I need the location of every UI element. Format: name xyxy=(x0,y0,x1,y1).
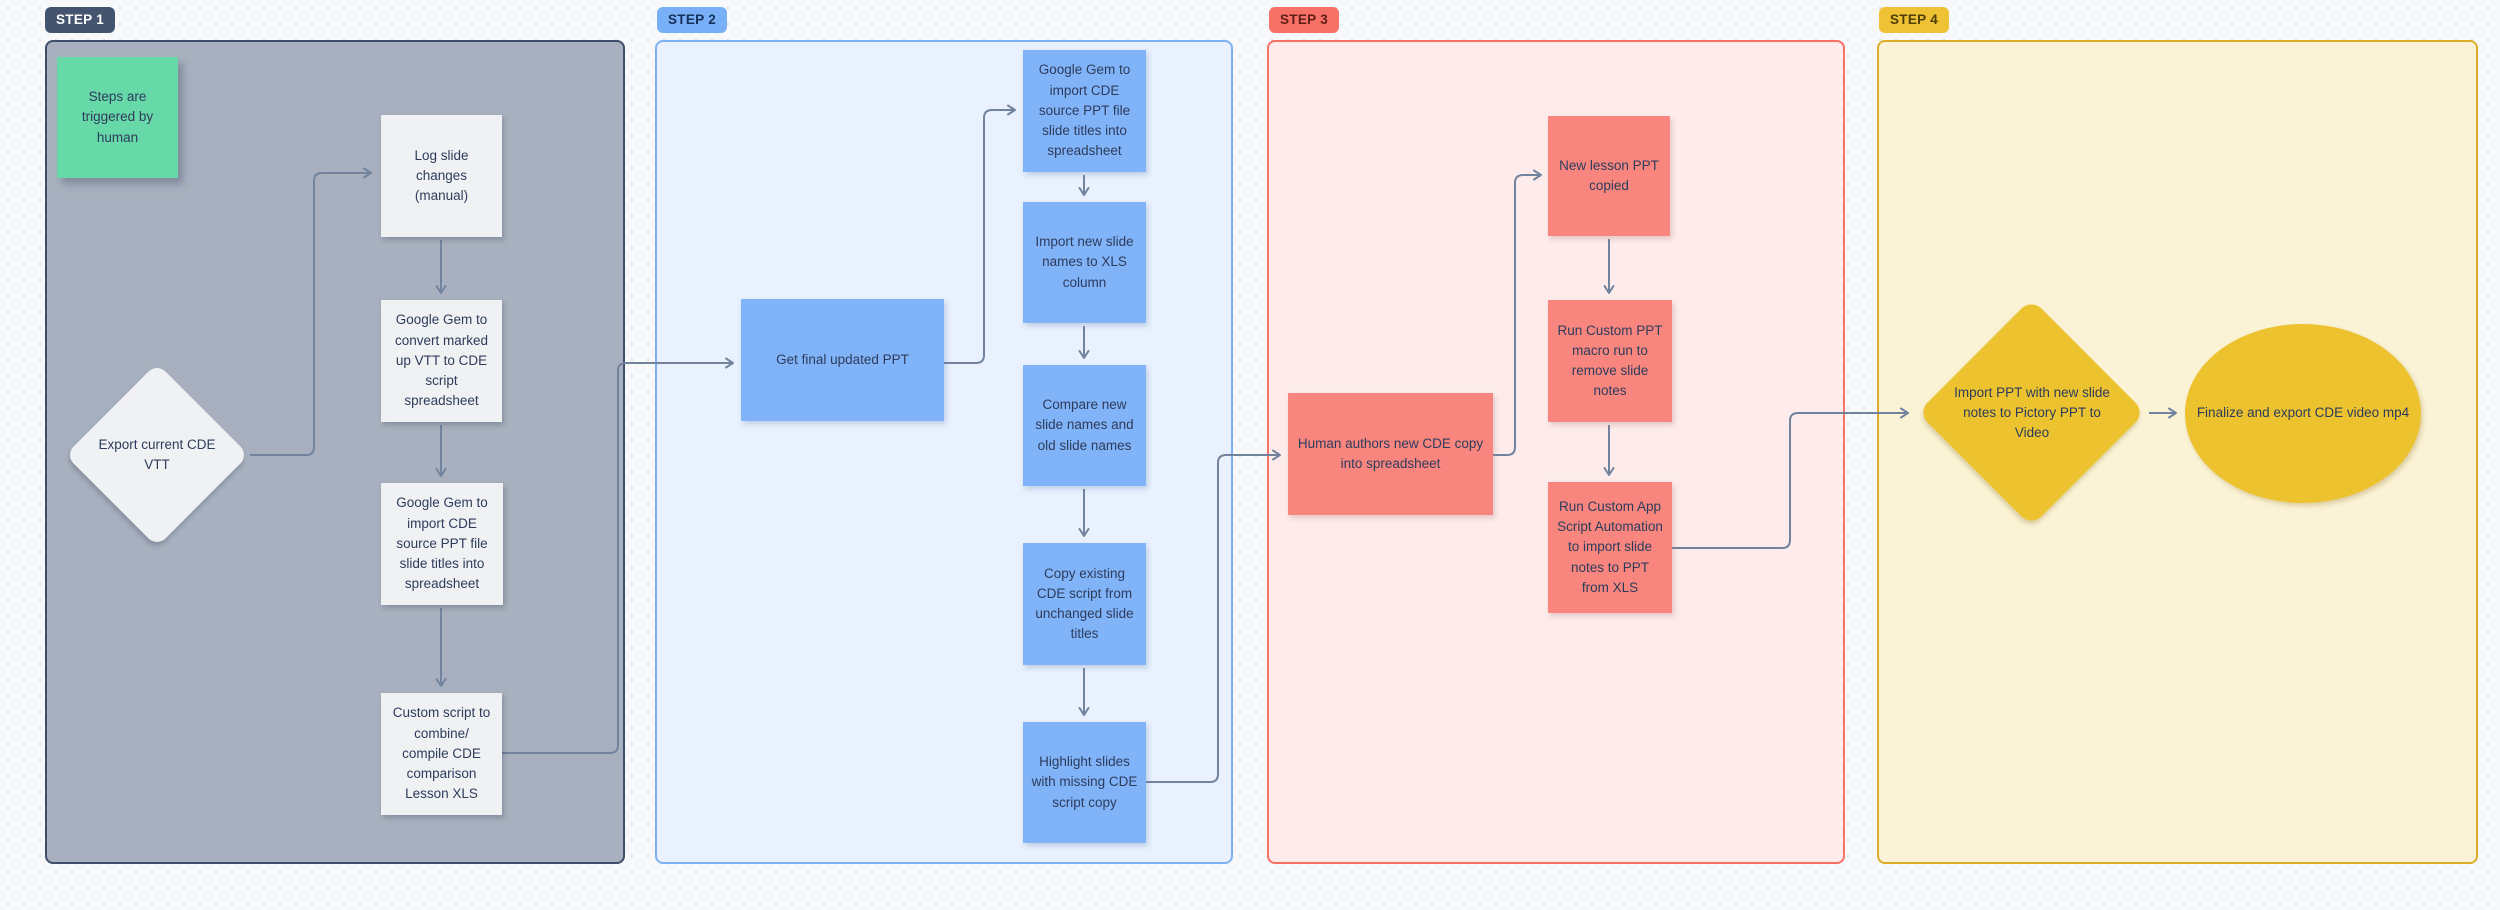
node-finalize-export-video[interactable]: Finalize and export CDE video mp4 xyxy=(2185,324,2421,503)
node-custom-script-combine[interactable]: Custom script to combine/ compile CDE co… xyxy=(381,693,502,815)
node-export-current-cde-vtt[interactable]: Export current CDE VTT xyxy=(63,361,251,549)
step1-badge[interactable]: STEP 1 xyxy=(45,7,116,33)
diamond-label: Export current CDE VTT xyxy=(98,436,216,472)
connector-highlight-to-human[interactable] xyxy=(1146,449,1281,783)
step2-container[interactable] xyxy=(655,40,1233,864)
node-steps-triggered-by-human[interactable]: Steps are triggered by human xyxy=(57,57,178,178)
node-gem-import-slide-titles-step2[interactable]: Google Gem to import CDE source PPT file… xyxy=(1023,50,1146,172)
node-highlight-missing-slides[interactable]: Highlight slides with missing CDE script… xyxy=(1023,722,1146,843)
connector-getppt-to-s2a[interactable] xyxy=(944,104,1016,364)
node-gem-convert-vtt[interactable]: Google Gem to convert marked up VTT to C… xyxy=(381,300,502,422)
diamond-label: Import PPT with new slide notes to Picto… xyxy=(1954,384,2110,441)
step4-badge[interactable]: STEP 4 xyxy=(1879,7,1950,33)
node-human-authors-cde-copy[interactable]: Human authors new CDE copy into spreadsh… xyxy=(1288,393,1493,515)
node-compare-slide-names[interactable]: Compare new slide names and old slide na… xyxy=(1023,365,1146,486)
connector-appscript-to-diamond[interactable] xyxy=(1672,407,1909,549)
node-copy-existing-cde-script[interactable]: Copy existing CDE script from unchanged … xyxy=(1023,543,1146,665)
node-get-final-updated-ppt[interactable]: Get final updated PPT xyxy=(741,299,944,421)
node-import-new-slide-names[interactable]: Import new slide names to XLS column xyxy=(1023,202,1146,323)
node-gem-import-slide-titles-step1[interactable]: Google Gem to import CDE source PPT file… xyxy=(381,483,503,605)
step3-badge[interactable]: STEP 3 xyxy=(1269,7,1340,33)
connector-human-to-newppt[interactable] xyxy=(1493,169,1542,456)
node-run-app-script-automation[interactable]: Run Custom App Script Automation to impo… xyxy=(1548,482,1672,613)
node-log-slide-changes[interactable]: Log slide changes (manual) xyxy=(381,115,502,237)
node-new-lesson-ppt-copied[interactable]: New lesson PPT copied xyxy=(1548,116,1670,236)
node-run-custom-ppt-macro[interactable]: Run Custom PPT macro run to remove slide… xyxy=(1548,300,1672,422)
step2-badge[interactable]: STEP 2 xyxy=(657,7,728,33)
connector-export-to-log[interactable] xyxy=(250,167,372,456)
connector-custom-to-getppt[interactable] xyxy=(502,357,734,754)
node-import-ppt-to-pictory[interactable]: Import PPT with new slide notes to Picto… xyxy=(1917,298,2146,527)
